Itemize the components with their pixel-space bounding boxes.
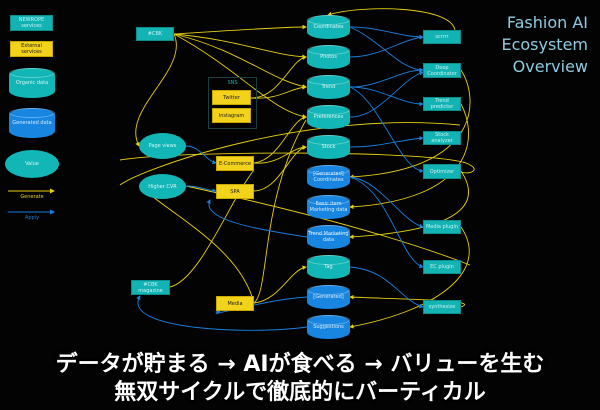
- service-media-plugin: Media plugin: [423, 220, 461, 234]
- data-trend-marketing: Trend Marketing data: [307, 225, 350, 249]
- data-trend: Trend: [307, 75, 350, 99]
- slide-title: Fashion AI Ecosystem Overview: [492, 12, 588, 78]
- service-synthesize: synthesize: [423, 300, 461, 314]
- service-trend-predictor: Trend predictor: [423, 97, 461, 111]
- sns-label: SNS: [227, 80, 238, 86]
- node-page-views: Page views: [139, 133, 186, 159]
- service-deep-coordinator: Deep Coordinator: [423, 63, 461, 78]
- node-cbk-magazine: #CBK magazine: [131, 280, 170, 295]
- sns-group: SNS: [208, 77, 257, 129]
- data-tag: Tag: [307, 255, 350, 279]
- service-ec-plugin: EC plugin: [423, 260, 461, 274]
- legend-generate-label: Generate: [20, 194, 44, 200]
- data-coordinates: Coordinates: [307, 15, 350, 39]
- node-media: Media: [216, 296, 254, 311]
- legend-external-services: External services: [10, 41, 53, 57]
- data-photos: Photos: [307, 45, 350, 69]
- legend-generated-data: Generated data: [9, 108, 55, 138]
- legend-value: Value: [5, 150, 59, 178]
- node-ecommerce: E-Commerce: [216, 156, 254, 171]
- data-basic-item-marketing: Basic item Marketing data: [307, 195, 350, 219]
- node-instagram: Instagram: [212, 108, 251, 123]
- legend-newrope-services: NEWROPE services: [10, 15, 53, 31]
- legend-apply-label: Apply: [24, 215, 40, 221]
- data-generated-coordinates: [Generated] Coordinates: [307, 165, 350, 189]
- data-suggestions: Suggestions: [307, 315, 350, 339]
- node-twitter: Twitter: [212, 90, 251, 105]
- data-generated: [Generated]: [307, 285, 350, 309]
- node-spa: SPA: [216, 184, 254, 199]
- node-higher-cvr: Higher CVR: [139, 174, 186, 199]
- node-cbk: #CBK: [136, 27, 174, 41]
- data-stock: Stock: [307, 135, 350, 159]
- service-optimizer: Optimizer: [423, 164, 461, 179]
- service-stock-analyzer: Stock analyzer: [423, 131, 461, 145]
- legend-arrows: [8, 188, 55, 215]
- apply-edges: [136, 26, 424, 331]
- data-preferences: Preferences: [307, 105, 350, 129]
- service-scrim: scrrrr: [423, 30, 461, 44]
- title-line-3: Overview: [512, 57, 588, 76]
- generate-edges: [119, 8, 475, 329]
- title-line-1: Fashion AI: [506, 13, 588, 32]
- caption-line-1: データが貯まる → AIが食べる → バリューを生む: [55, 352, 545, 377]
- caption-line-2: 無双サイクルで徹底的にバーティカル: [114, 380, 486, 405]
- legend-organic-data: Organic data: [9, 68, 55, 98]
- title-line-2: Ecosystem: [501, 35, 588, 54]
